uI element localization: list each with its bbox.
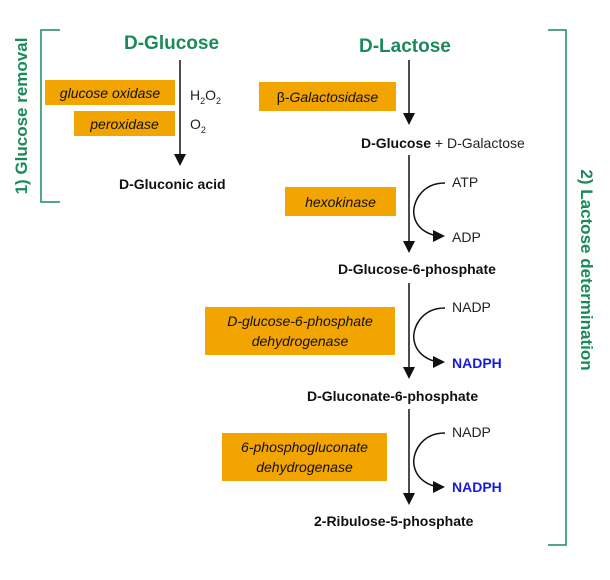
o2-o: O [190,116,201,132]
glucose-removal-label: 1) Glucose removal [12,37,31,195]
nadph-label-1: NADPH [452,355,502,371]
h2o2-h: H [190,87,201,103]
nadph-label-2: NADPH [452,479,502,495]
o2-label: O2 [190,116,206,135]
enzyme-peroxidase: peroxidase [74,111,175,136]
enzyme-glucose-oxidase: glucose oxidase [45,80,175,105]
beta-prefix: β- [276,88,290,105]
nadp-label-2: NADP [452,424,491,440]
d-lactose-title: D-Lactose [359,36,451,57]
curve-atp-adp [412,182,446,242]
enzyme-6pg-line1: 6-phosphogluconate [241,439,368,455]
enzyme-g6p-line2: dehydrogenase [251,333,349,349]
d-galactose-product: + D-Galactose [431,135,525,151]
galactosidase-text: Galactosidase [289,88,379,105]
d-glucose-title: D-Glucose [124,33,220,54]
d-glucose-product: D-Glucose [361,135,432,151]
lactose-determination-label: 2) Lactose determination [577,169,596,371]
curve-nadp-nadph-2 [412,432,446,493]
nadp-label-1: NADP [452,299,491,315]
h2o2-label: H2O2 [190,87,221,106]
enzyme-6pg-dehydrogenase: 6-phosphogluconate dehydrogenase [222,433,387,481]
h2o2-sub2: 2 [216,95,222,106]
enzyme-hexokinase: hexokinase [285,187,396,216]
2-ribulose-5-phosphate: 2-Ribulose-5-phosphate [314,513,474,529]
enzyme-g6p-dehydrogenase: D-glucose-6-phosphate dehydrogenase [205,307,395,355]
enzyme-g6p-line1: D-glucose-6-phosphate [227,313,373,329]
h2o2-o: O [205,87,217,103]
enzyme-beta-galactosidase: β-Galactosidase [259,82,396,111]
adp-label: ADP [452,229,481,245]
curve-nadp-nadph-1 [412,307,446,368]
d-glucose-6-phosphate: D-Glucose-6-phosphate [338,261,496,277]
lactose-determination-bracket [548,29,567,546]
enzyme-6pg-line2: dehydrogenase [256,459,353,475]
glucose-removal-bracket [40,29,60,203]
d-gluconate-6-phosphate: D-Gluconate-6-phosphate [307,388,479,404]
h2o2-sub1: 2 [200,95,206,106]
o2-sub: 2 [200,124,206,135]
d-gluconic-acid: D-Gluconic acid [119,176,226,192]
atp-label: ATP [452,174,479,190]
glucose-galactose-products: D-Glucose + D-Galactose [361,135,525,151]
